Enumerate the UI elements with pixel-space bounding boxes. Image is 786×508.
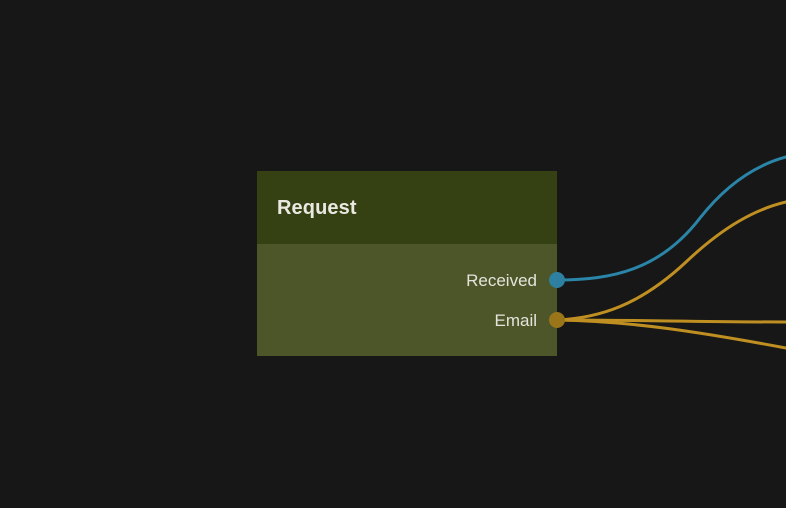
edge-received-1 <box>555 155 786 282</box>
port-connector-email-icon[interactable] <box>549 312 565 328</box>
port-connector-received-icon[interactable] <box>549 272 565 288</box>
edge-email-1 <box>555 200 786 322</box>
node-title: Request <box>277 196 357 219</box>
port-label-email: Email <box>494 310 537 330</box>
edge-email-2 <box>555 318 786 324</box>
node-request[interactable]: Request Received Email <box>257 171 565 356</box>
output-port-received[interactable]: Received <box>466 270 565 290</box>
node-header[interactable]: Request <box>257 171 557 244</box>
output-port-email[interactable]: Email <box>494 310 565 330</box>
node-body: Received Email <box>257 244 565 356</box>
port-label-received: Received <box>466 270 537 290</box>
edge-email-3 <box>555 318 786 350</box>
